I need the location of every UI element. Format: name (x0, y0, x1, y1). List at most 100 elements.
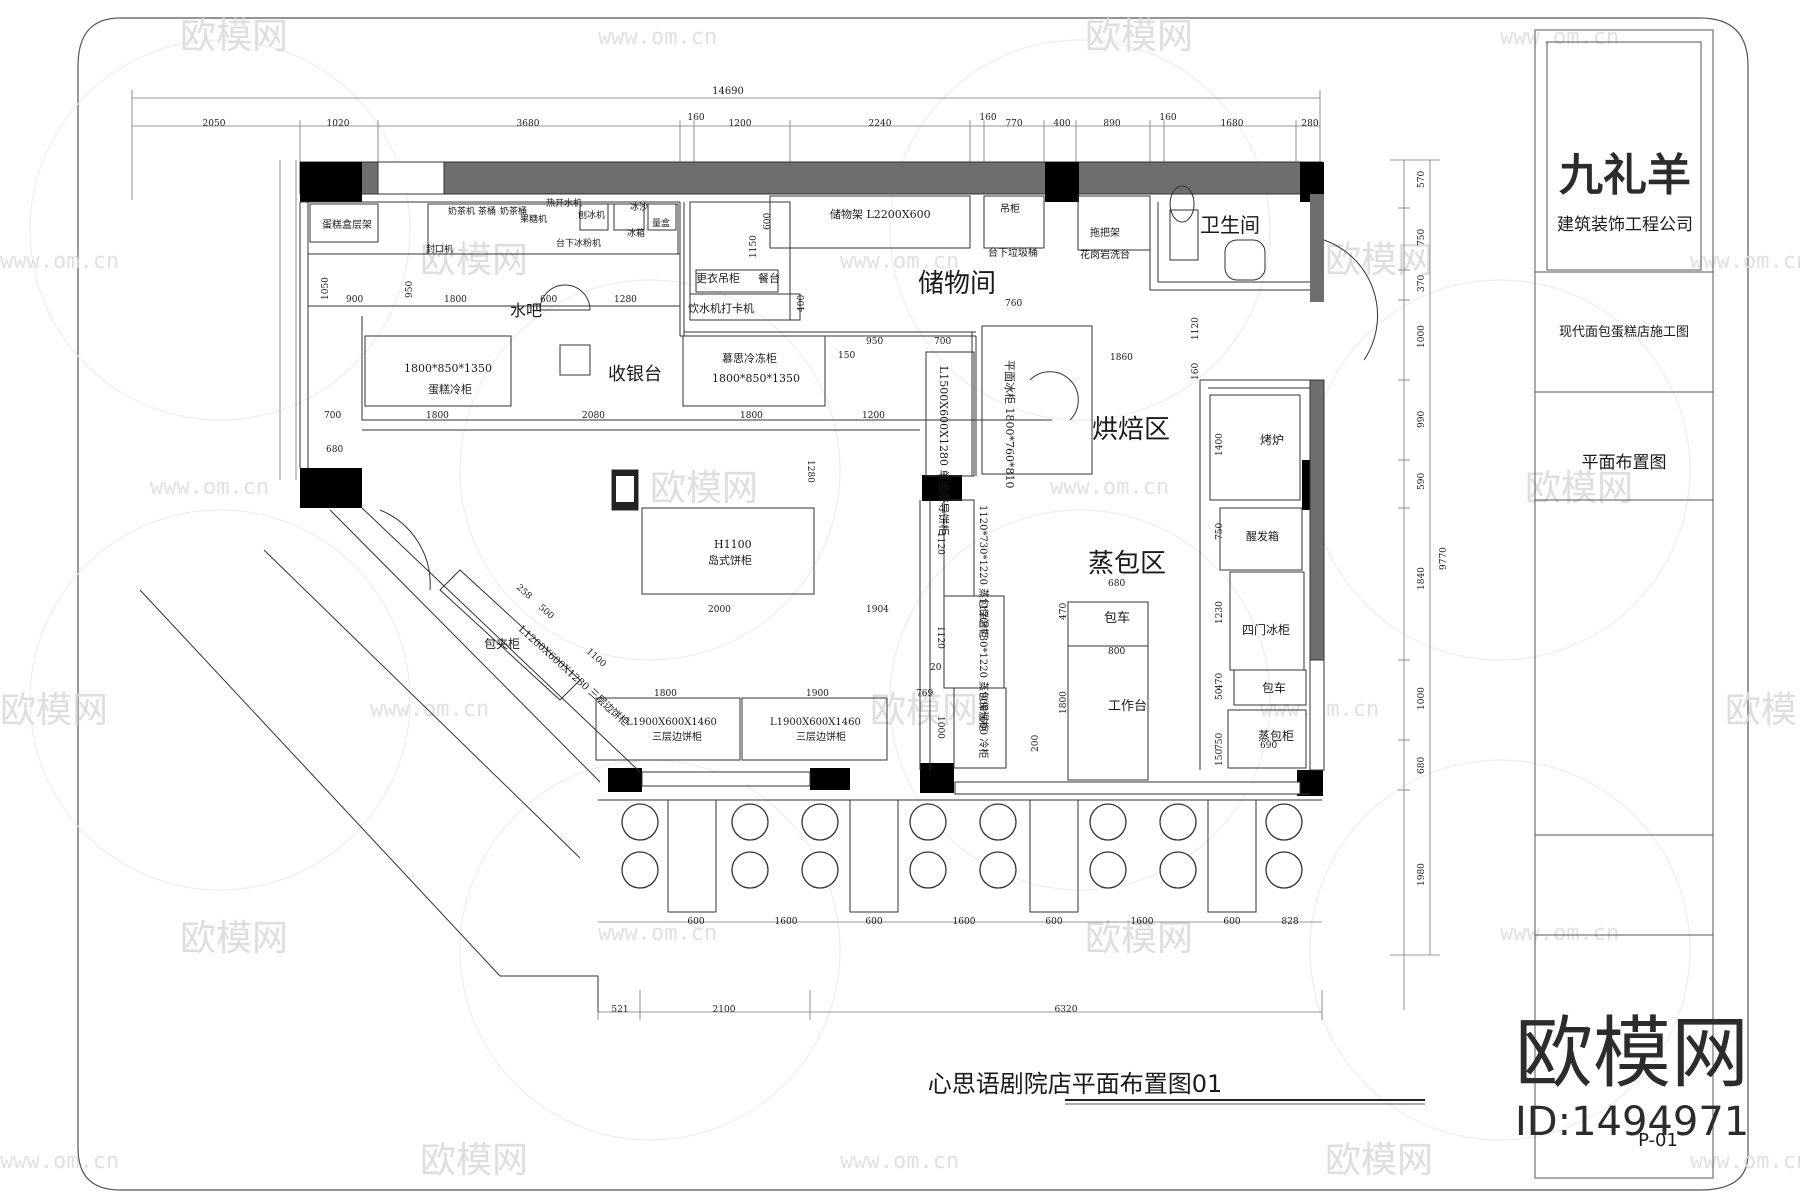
label-bread-cab: L1500X600X1280 单层带导饼柜 (937, 366, 951, 535)
watermark-logo: 欧模网 (0, 690, 108, 731)
dim-inner: 1200 (862, 411, 885, 421)
column (300, 468, 362, 508)
pos-screen (616, 476, 634, 502)
label-counter-fridge: 台下冰粉机 (556, 237, 601, 249)
dim-inner: 680 (1108, 579, 1125, 589)
dim-top: 160 (687, 113, 704, 123)
dim-inner: 800 (1108, 647, 1125, 657)
room-label-baking: 烘焙区 (1092, 415, 1170, 445)
watermark-logo: 欧模网 (420, 240, 528, 281)
label-oven: 烤炉 (1260, 432, 1284, 447)
dim-top: 1680 (1221, 119, 1244, 129)
watermark-brand-large: 欧模网 (1515, 1009, 1749, 1099)
label-ice-cube: 冰箱 (627, 227, 645, 239)
column (920, 763, 954, 793)
label-milk-foam: 奶茶桶 (500, 205, 527, 217)
dim-right: 750 (1417, 229, 1427, 246)
watermark-circles (29, 39, 1691, 1141)
watermark-url: www.om.cn (598, 25, 717, 50)
label-tea-pot: 茶桶 (478, 205, 496, 217)
dim-seating: 1600 (775, 917, 798, 927)
dim-top: 280 (1301, 119, 1318, 129)
watermark-url: www.om.cn (1500, 921, 1619, 946)
watermark-logo: 欧模网 (1325, 240, 1433, 281)
dim-inner: 500 (536, 603, 556, 622)
toilet-seat (1169, 185, 1195, 223)
watermark-logo: 欧模网 (1085, 16, 1193, 57)
dim-bottom: 2100 (713, 1005, 736, 1015)
dim-seating: 1600 (1131, 917, 1154, 927)
dim-inner: 1800 (740, 411, 763, 421)
label-side-a: 三层边饼柜 (652, 730, 702, 743)
dim-top: 2050 (203, 119, 226, 129)
label-cart2: 包车 (1262, 680, 1286, 695)
dim-inner: 700 (934, 337, 951, 347)
label-ice: 冰沙 (630, 201, 648, 213)
company-name: 建筑装饰工程公司 (1557, 215, 1693, 235)
chairs (621, 803, 1303, 889)
label-sugar: 量盒 (652, 217, 670, 229)
bottom-glass (641, 771, 811, 787)
top-wall (299, 161, 1323, 195)
dim-inner: 750 (1215, 733, 1225, 750)
dim-top: 160 (1159, 113, 1176, 123)
dim-top: 1200 (729, 119, 752, 129)
label-basin: 花岗岩洗台 (1080, 248, 1130, 261)
dim-right: 590 (1417, 473, 1427, 490)
dim-inner: 50 (1215, 688, 1225, 700)
label-trash: 台下垃圾桶 (988, 246, 1038, 259)
label-milk-tea: 奶茶机 (448, 205, 475, 217)
label-cake-cooler-b-dim: 1800*850*1350 (712, 372, 800, 385)
label-water-clock: 饮水机打卡机 (688, 301, 754, 315)
label-workbench: 工作台 (1108, 699, 1147, 714)
room-label-cashier: 收银台 (608, 364, 662, 385)
dim-inner: 1100 (584, 647, 608, 670)
dim-seating: 1600 (953, 917, 976, 927)
label-rack: 储物架 L2200X600 (830, 207, 931, 221)
watermark-url: www.om.cn (1050, 475, 1169, 500)
label-warm1: 1120*730*1220 蒸包保温柜 (977, 505, 990, 638)
dim-inner: 1800 (444, 295, 467, 305)
label-fruit-machine: 果糖机 (520, 213, 547, 225)
sheet-border (77, 17, 1749, 1191)
title-block (1534, 29, 1714, 1179)
dim-seating: 600 (1045, 917, 1062, 927)
room-label-steam: 蒸包区 (1088, 549, 1166, 579)
watermark-url: www.om.cn (150, 475, 269, 500)
dim-bottom: 521 (611, 1005, 628, 1015)
label-mop: 拖把架 (1090, 226, 1120, 239)
label-cake-cooler-b: 慕思冷冻柜 (722, 351, 777, 365)
dim-inner: 1150 (749, 235, 759, 258)
label-cake-cooler-a-dim: 1800*850*1350 (404, 362, 492, 375)
company-logo: 九礼羊 (1559, 150, 1691, 201)
watermark-url: www.om.cn (1690, 1149, 1800, 1174)
dim-inner: 1800 (426, 411, 449, 421)
bottom-wall (954, 781, 1301, 795)
room-label-toilet: 卫生间 (1200, 213, 1260, 237)
column (608, 768, 642, 792)
entry-door (379, 509, 431, 591)
dim-inner: 700 (324, 411, 341, 421)
watermark-logo: 欧模网 (650, 468, 758, 509)
label-cake-rack: 蛋糕盒层架 (322, 218, 372, 231)
watermark-logo: 欧模网 (180, 16, 288, 57)
dim-inner: 1230 (1215, 601, 1225, 624)
label-sand-ice: 刨冰机 (578, 209, 605, 221)
sheet-number: P-01 (1638, 1130, 1678, 1151)
room-label-sink: 水吧 (510, 301, 542, 320)
label-proof: 醒发箱 (1246, 529, 1279, 543)
dim-top: 160 (979, 113, 996, 123)
flat-fridge-handle (1029, 371, 1079, 421)
dim-inner: 1050 (321, 277, 331, 300)
cashier-chair (539, 284, 591, 311)
dim-inner: 470 (1215, 673, 1225, 690)
dim-right-total: 9770 (1439, 547, 1449, 570)
label-flat-fridge: 平面冰柜 1800*760*810 (1003, 360, 1016, 488)
dim-top: 3680 (517, 119, 540, 129)
project-name: 现代面包蛋糕店施工图 (1559, 325, 1689, 340)
dim-right: 1980 (1417, 863, 1427, 886)
label-boiler: 热开水机 (546, 197, 582, 209)
dim-inner: 470 (1059, 603, 1069, 620)
label-cart1: 包车 (1104, 610, 1130, 626)
